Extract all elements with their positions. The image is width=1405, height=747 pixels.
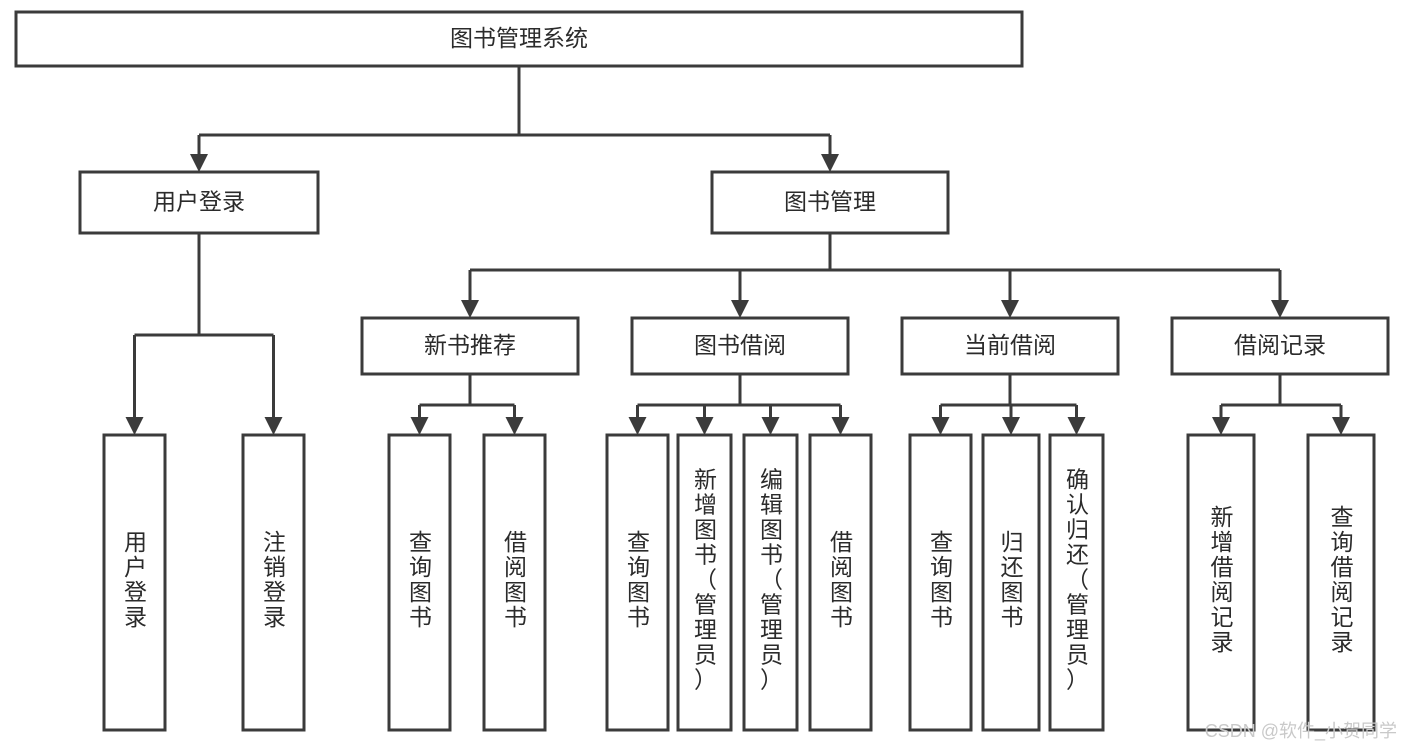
node-leaf-borrow-book-2-rect[interactable] [808,433,873,732]
conn-book-management-branch-3-head [1271,300,1289,318]
node-leaf-logout[interactable]: 注销登录 [241,433,306,732]
node-book-borrow-rect[interactable] [630,316,850,376]
node-leaf-add-borrow-record-rect[interactable] [1186,433,1256,732]
node-root[interactable]: 图书管理系统 [14,10,1024,68]
conn-current-borrow-branch-2-head [1067,417,1086,435]
node-book-borrow[interactable]: 图书借阅 [630,316,850,376]
node-leaf-edit-book[interactable]: 编辑图书（管理员） [742,433,799,732]
node-leaf-add-borrow-record-label: 新增借阅记录 [1211,504,1234,655]
node-borrow-records[interactable]: 借阅记录 [1170,316,1390,376]
node-leaf-logout-rect[interactable] [241,433,306,732]
node-leaf-user-login-label: 用户登录 [124,529,147,630]
node-leaf-confirm-return-rect[interactable] [1048,433,1105,732]
node-leaf-add-book-rect[interactable] [676,433,733,732]
node-leaf-return-book-rect[interactable] [981,433,1041,732]
csdn-watermark: CSDN @软件_小贺同学 [1204,721,1397,741]
node-user-login-rect[interactable] [78,170,320,235]
conn-current-borrow-branch-1-head [1002,417,1020,435]
node-leaf-query-borrow-record-label: 查询借阅记录 [1331,504,1354,655]
conn-current-borrow-branch-0-head [931,417,950,435]
node-leaf-query-book-3-rect[interactable] [908,433,973,732]
node-book-management-label: 图书管理 [784,189,876,215]
node-leaf-return-book-label: 归还图书 [1001,529,1024,630]
node-current-borrow-rect[interactable] [900,316,1120,376]
node-leaf-borrow-book-1-label: 借阅图书 [504,529,527,630]
node-borrow-records-rect[interactable] [1170,316,1390,376]
node-leaf-query-book-2-label: 查询图书 [627,529,650,630]
node-leaf-edit-book-label: 编辑图书（管理员） [760,467,783,693]
node-leaf-logout-label: 注销登录 [263,529,286,630]
nodes-layer: 图书管理系统用户登录图书管理新书推荐图书借阅当前借阅借阅记录用户登录注销登录查询… [14,10,1390,732]
node-leaf-query-book-2[interactable]: 查询图书 [605,433,670,732]
node-user-login[interactable]: 用户登录 [78,170,320,235]
conn-book-borrow-branch-2-head [761,417,780,435]
conn-book-management-branch-2-head [1001,300,1019,318]
node-leaf-add-borrow-record[interactable]: 新增借阅记录 [1186,433,1256,732]
conn-new-book-recommend-branch-1-head [505,417,524,435]
node-root-label: 图书管理系统 [450,25,588,51]
conn-user-login-branch-0-head [125,417,144,435]
node-root-rect[interactable] [14,10,1024,68]
conn-root-branch-0-head [190,154,208,172]
node-leaf-return-book[interactable]: 归还图书 [981,433,1041,732]
conn-borrow-records-branch-0-head [1212,417,1230,435]
node-leaf-query-book-3[interactable]: 查询图书 [908,433,973,732]
node-leaf-borrow-book-1-rect[interactable] [482,433,547,732]
node-leaf-borrow-book-2[interactable]: 借阅图书 [808,433,873,732]
node-book-borrow-label: 图书借阅 [694,332,786,358]
connectors-layer [125,66,1350,435]
node-user-login-label: 用户登录 [153,189,245,215]
node-leaf-add-book-label: 新增图书（管理员） [694,467,717,693]
conn-book-borrow-branch-3-head [831,417,850,435]
conn-root-branch-1-head [821,154,839,172]
conn-user-login-branch-1-head [264,417,283,435]
node-leaf-query-book-1[interactable]: 查询图书 [387,433,452,732]
node-leaf-confirm-return-label: 确认归还（管理员） [1066,467,1089,693]
conn-new-book-recommend-branch-0-head [410,417,429,435]
node-new-book-recommend[interactable]: 新书推荐 [360,316,580,376]
node-leaf-query-book-1-label: 查询图书 [409,529,432,630]
node-new-book-recommend-rect[interactable] [360,316,580,376]
node-leaf-edit-book-rect[interactable] [742,433,799,732]
node-leaf-query-book-2-rect[interactable] [605,433,670,732]
node-leaf-query-book-3-label: 查询图书 [930,529,953,630]
node-leaf-user-login-rect[interactable] [102,433,167,732]
node-leaf-borrow-book-1[interactable]: 借阅图书 [482,433,547,732]
node-leaf-add-book[interactable]: 新增图书（管理员） [676,433,733,732]
node-current-borrow-label: 当前借阅 [964,332,1056,358]
node-borrow-records-label: 借阅记录 [1234,332,1326,358]
node-leaf-borrow-book-2-label: 借阅图书 [830,529,853,630]
node-leaf-user-login[interactable]: 用户登录 [102,433,167,732]
conn-borrow-records-branch-1-head [1332,417,1350,435]
node-leaf-query-borrow-record-rect[interactable] [1306,433,1376,732]
node-leaf-query-book-1-rect[interactable] [387,433,452,732]
node-leaf-confirm-return[interactable]: 确认归还（管理员） [1048,433,1105,732]
conn-book-management-branch-0-head [461,300,479,318]
conn-book-borrow-branch-1-head [695,417,714,435]
node-book-management[interactable]: 图书管理 [710,170,950,235]
node-new-book-recommend-label: 新书推荐 [424,332,516,358]
conn-book-management-branch-1-head [731,300,749,318]
node-book-management-rect[interactable] [710,170,950,235]
conn-book-borrow-branch-0-head [628,417,647,435]
node-current-borrow[interactable]: 当前借阅 [900,316,1120,376]
node-leaf-query-borrow-record[interactable]: 查询借阅记录 [1306,433,1376,732]
